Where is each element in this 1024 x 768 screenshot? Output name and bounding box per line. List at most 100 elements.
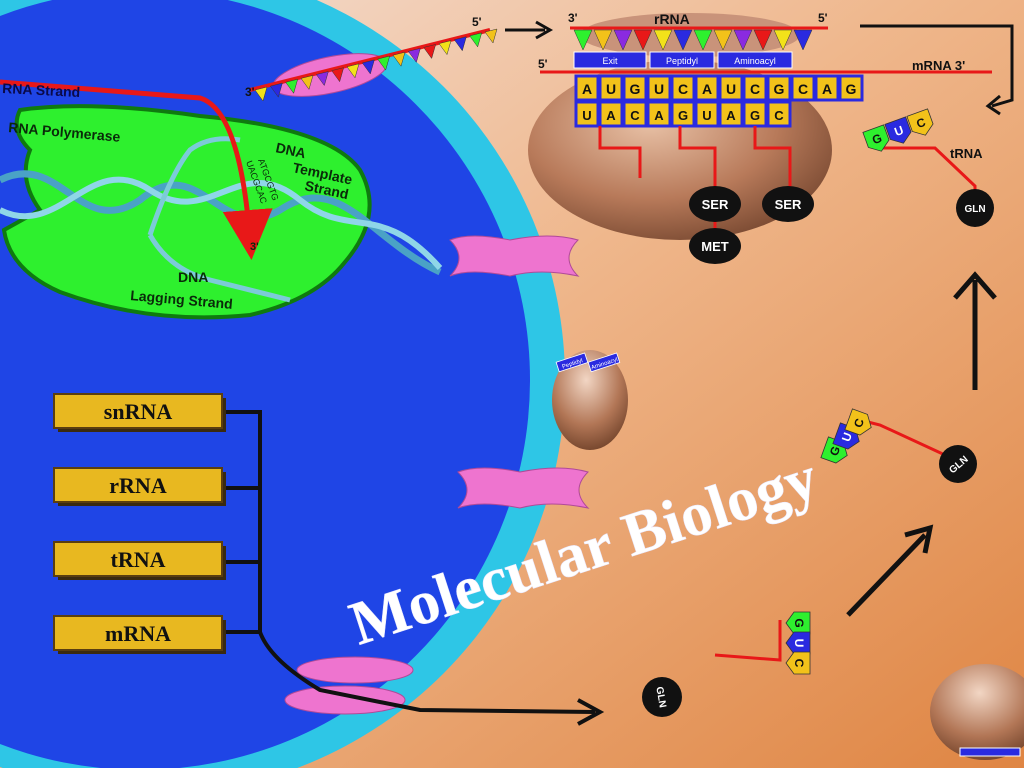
gln-free-label: GLN: [653, 686, 667, 709]
ribosome-site-label: Exit: [602, 56, 618, 66]
codon-base: [646, 74, 672, 102]
codon-base: [574, 74, 600, 102]
nucleotide-mark: [377, 55, 391, 71]
nucleotide-mark: [285, 78, 299, 94]
trna-base-letter: U: [792, 639, 806, 648]
nucleotide-mark: [361, 59, 375, 75]
anticodon-letter: G: [750, 108, 760, 123]
nucleotide-mark: [469, 32, 483, 48]
ribosome-site-box: [649, 51, 715, 69]
trna-low: G UC: [714, 611, 811, 675]
anticodon-letter: U: [582, 108, 591, 123]
nucleotide-mark: [423, 44, 437, 60]
rrna-3-prime: 3': [568, 11, 578, 25]
codon-base: [694, 74, 720, 102]
rrna-nucleotide-mark: [593, 29, 613, 51]
codon-letter: U: [726, 81, 736, 97]
trna-base-letter: G: [827, 444, 843, 458]
anticodon-letter: A: [654, 108, 664, 123]
nucleotide-mark: [484, 28, 498, 44]
trna-base: C: [785, 651, 811, 675]
nuclear-pore: [457, 467, 590, 509]
amino-acid-label: MET: [701, 239, 729, 254]
trna-base-letter: G: [870, 131, 884, 147]
codon-base: [742, 74, 768, 102]
template-label-1: DNA: [274, 139, 307, 161]
codon-base: [598, 74, 624, 102]
trna-base: C: [844, 408, 872, 436]
rrna-5-prime: 5': [818, 11, 828, 25]
strand-3-prime: 3': [245, 85, 255, 99]
codon-letter: A: [702, 81, 712, 97]
rna-types-bracket: [225, 410, 596, 714]
dna-3-prime: 3': [250, 241, 259, 253]
nucleotide-mark: [453, 36, 467, 52]
codon-base: [622, 74, 648, 102]
anticodon-letter: A: [726, 108, 736, 123]
codon-letter: G: [774, 81, 785, 97]
rrna-nucleotide-mark: [713, 29, 733, 51]
trna-base: G: [785, 611, 811, 635]
lagging-label-1: DNA: [178, 269, 208, 285]
ribosome-site-label: Aminoacyl: [734, 56, 776, 66]
trna-base: U: [785, 631, 811, 655]
anticodon-letter: G: [678, 108, 688, 123]
rrna-nucleotide-mark: [773, 29, 793, 51]
gln-ball-free: [642, 677, 682, 717]
codon-letter: C: [678, 81, 688, 97]
amino-acid-ball: [689, 228, 741, 264]
nucleotide-mark: [315, 71, 329, 87]
nucleotide-mark: [407, 47, 421, 63]
rna-type-label: mRNA: [105, 621, 171, 646]
rna-strand-arrow: [0, 79, 273, 260]
codon-letter: A: [822, 81, 832, 97]
rrna-nucleotide-mark: [653, 29, 673, 51]
nuclear-pore: [296, 656, 414, 684]
nucleotide-mark: [346, 63, 360, 79]
anticodon-base: [646, 100, 672, 128]
diagonal-arrow: [846, 533, 927, 617]
small-ribosome-bottom: [930, 664, 1024, 760]
anticodon-base: [766, 100, 792, 128]
codon-base: [814, 74, 840, 102]
rrna-nucleotide-mark: [673, 29, 693, 51]
trna-mid: GUC GLN: [820, 408, 977, 483]
anticodon-base: [574, 100, 600, 128]
rna-strand-label: RNA Strand: [2, 80, 81, 100]
anticodon-base: [622, 100, 648, 128]
anticodon-letter: C: [774, 108, 784, 123]
amino-acid-label: SER: [702, 197, 729, 212]
nucleotide-mark: [438, 40, 452, 56]
codon-letter: G: [846, 81, 857, 97]
rna-type-box: [53, 541, 223, 577]
mrna-strand-top: 5' 3': [245, 15, 498, 102]
rna-type-label: rRNA: [109, 473, 167, 498]
anticodon-base: [670, 100, 696, 128]
rrna-nucleotide-mark: [753, 29, 773, 51]
codon-letter: C: [798, 81, 808, 97]
codon-letter: U: [606, 81, 616, 97]
trna-base-letter: G: [792, 618, 806, 627]
mrna-label: mRNA 3': [912, 58, 965, 73]
amino-acid-label: SER: [775, 197, 802, 212]
rrna-nucleotide-mark: [693, 29, 713, 51]
trna-base: U: [884, 116, 912, 144]
nuclear-pore: [284, 685, 406, 715]
anticodon-base: [598, 100, 624, 128]
rna-type-box: [53, 467, 223, 503]
rna-polymerase: [1, 104, 372, 320]
nucleotide-mark: [331, 67, 345, 83]
anticodon-base: [694, 100, 720, 128]
ribosome-site-box: [573, 51, 647, 69]
rna-type-box: [53, 393, 223, 429]
anticodon-letter: C: [630, 108, 640, 123]
mrna-5-prime: 5': [538, 57, 548, 71]
nucleotide-mark: [392, 51, 406, 67]
ribosome-site-box: [717, 51, 793, 69]
rna-type-label: tRNA: [111, 547, 166, 572]
codon-base: [766, 74, 792, 102]
